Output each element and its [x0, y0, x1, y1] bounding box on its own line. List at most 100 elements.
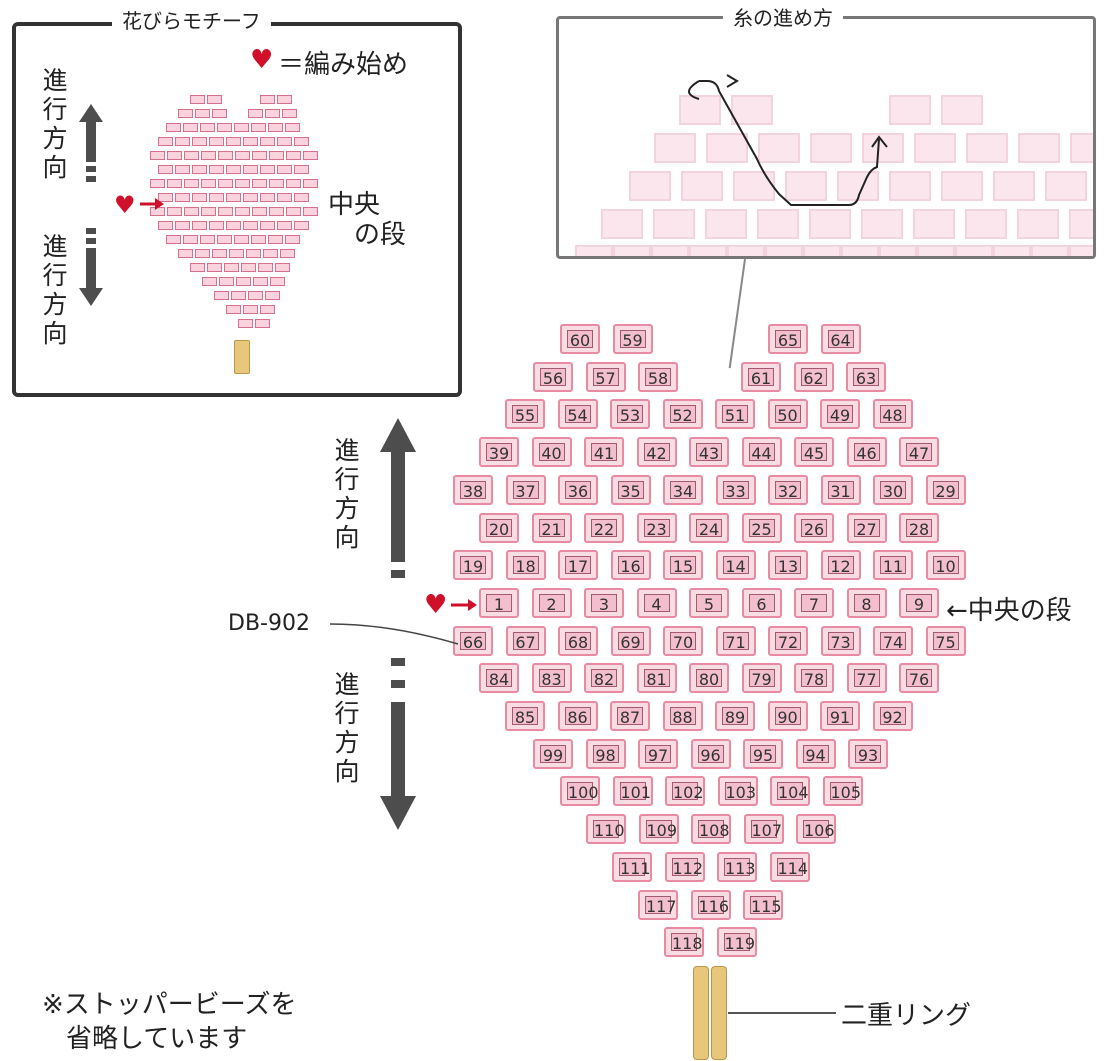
motif-bead: [275, 263, 290, 272]
bead-112: 112: [664, 851, 705, 882]
bead-number: 91: [827, 707, 853, 727]
bead-109: 109: [638, 814, 679, 845]
bead-number: 65: [775, 330, 801, 350]
bead-56: 56: [533, 361, 573, 392]
bead-number: 21: [538, 518, 565, 539]
bead-number: 75: [932, 631, 959, 652]
motif-bead: [243, 165, 258, 174]
bead-18: 18: [505, 550, 546, 581]
bead-number: 31: [827, 480, 854, 501]
motif-bead: [258, 263, 273, 272]
motif-bead: [226, 165, 241, 174]
bead-48: 48: [872, 399, 913, 430]
motif-bead: [286, 151, 301, 160]
motif-bead: [253, 277, 268, 286]
bead-30: 30: [873, 474, 913, 505]
bead-47: 47: [899, 437, 939, 468]
bead-11: 11: [873, 550, 913, 581]
thread-bead: [765, 245, 803, 256]
motif-bead: [260, 221, 275, 230]
motif-bead: [212, 109, 227, 118]
bead-number: 73: [827, 631, 854, 652]
bead-76: 76: [899, 663, 939, 694]
bead-number: 64: [827, 330, 854, 350]
motif-bead: [243, 193, 258, 202]
bead-90: 90: [767, 701, 808, 731]
thread-bead: [731, 95, 773, 125]
bead-number: 100: [567, 782, 599, 803]
bead-code-label: DB-902: [228, 611, 310, 636]
motif-bead: [175, 165, 190, 174]
thread-bead: [913, 209, 955, 239]
motif-bead: [217, 235, 232, 244]
bead-21: 21: [531, 512, 572, 543]
motif-bead: [265, 291, 280, 300]
bead-number: 19: [460, 556, 486, 576]
thread-path: [688, 74, 888, 206]
thread-bead: [889, 171, 931, 201]
motif-bead: [190, 263, 205, 272]
motif-bead: [248, 291, 263, 300]
bead-number: 24: [696, 518, 722, 539]
motif-bead: [277, 165, 292, 174]
motif-direction-up-label: 進行 方向: [42, 66, 68, 182]
bead-number: 90: [774, 707, 801, 727]
motif-bead: [286, 207, 301, 216]
bead-42: 42: [636, 437, 677, 468]
motif-bead: [229, 249, 244, 258]
thread-bead: [654, 133, 696, 163]
arrow-up-icon: [79, 104, 103, 182]
bead-75: 75: [925, 625, 966, 656]
motif-heart-diagram: [140, 95, 340, 345]
bead-70: 70: [663, 625, 703, 656]
bead-116: 116: [690, 889, 731, 920]
bead-number: 52: [669, 405, 696, 425]
bead-number: 98: [592, 744, 619, 765]
bead-37: 37: [505, 474, 546, 505]
bead-28: 28: [899, 512, 939, 543]
thread-panel-title: 糸の進め方: [723, 6, 843, 30]
motif-bead: [226, 305, 241, 314]
motif-center-row-line1: 中央: [328, 190, 381, 220]
motif-bead: [277, 221, 292, 230]
bead-number: 61: [748, 367, 774, 388]
thread-bead: [1069, 245, 1093, 256]
bead-58: 58: [638, 361, 678, 392]
arrow-right-icon: [451, 599, 477, 611]
thread-bead: [1070, 133, 1093, 163]
motif-bead: [235, 179, 250, 188]
bead-93: 93: [848, 738, 888, 769]
bead-number: 99: [540, 744, 566, 765]
bead-number: 79: [748, 669, 775, 689]
bead-9: 9: [899, 587, 939, 618]
bead-number: 103: [724, 782, 757, 803]
motif-bead: [175, 221, 190, 230]
ring-leader-line: [728, 1012, 836, 1014]
motif-bead: [192, 193, 207, 202]
bead-number: 25: [748, 518, 775, 539]
motif-bead: [192, 165, 207, 174]
bead-number: 29: [932, 480, 959, 501]
bead-25: 25: [741, 512, 782, 543]
bead-14: 14: [715, 550, 756, 581]
heart-icon: ♥: [424, 590, 448, 620]
bead-number: 49: [827, 405, 853, 425]
bead-number: 10: [932, 556, 959, 576]
thread-bead: [809, 209, 851, 239]
bead-number: 59: [619, 330, 646, 350]
bead-105: 105: [822, 776, 863, 807]
bead-107: 107: [743, 814, 784, 845]
motif-bead: [260, 305, 275, 314]
bead-59: 59: [612, 324, 653, 354]
bead-89: 89: [715, 701, 755, 731]
motif-bead: [234, 235, 249, 244]
motif-bead: [217, 123, 232, 132]
motif-bead: [303, 151, 318, 160]
bead-65: 65: [768, 324, 808, 354]
thread-bead: [681, 171, 723, 201]
motif-bead: [224, 263, 239, 272]
bead-number: 58: [645, 367, 671, 388]
bead-number: 55: [512, 405, 538, 425]
bead-number: 109: [645, 820, 678, 841]
thread-bead: [862, 133, 904, 163]
